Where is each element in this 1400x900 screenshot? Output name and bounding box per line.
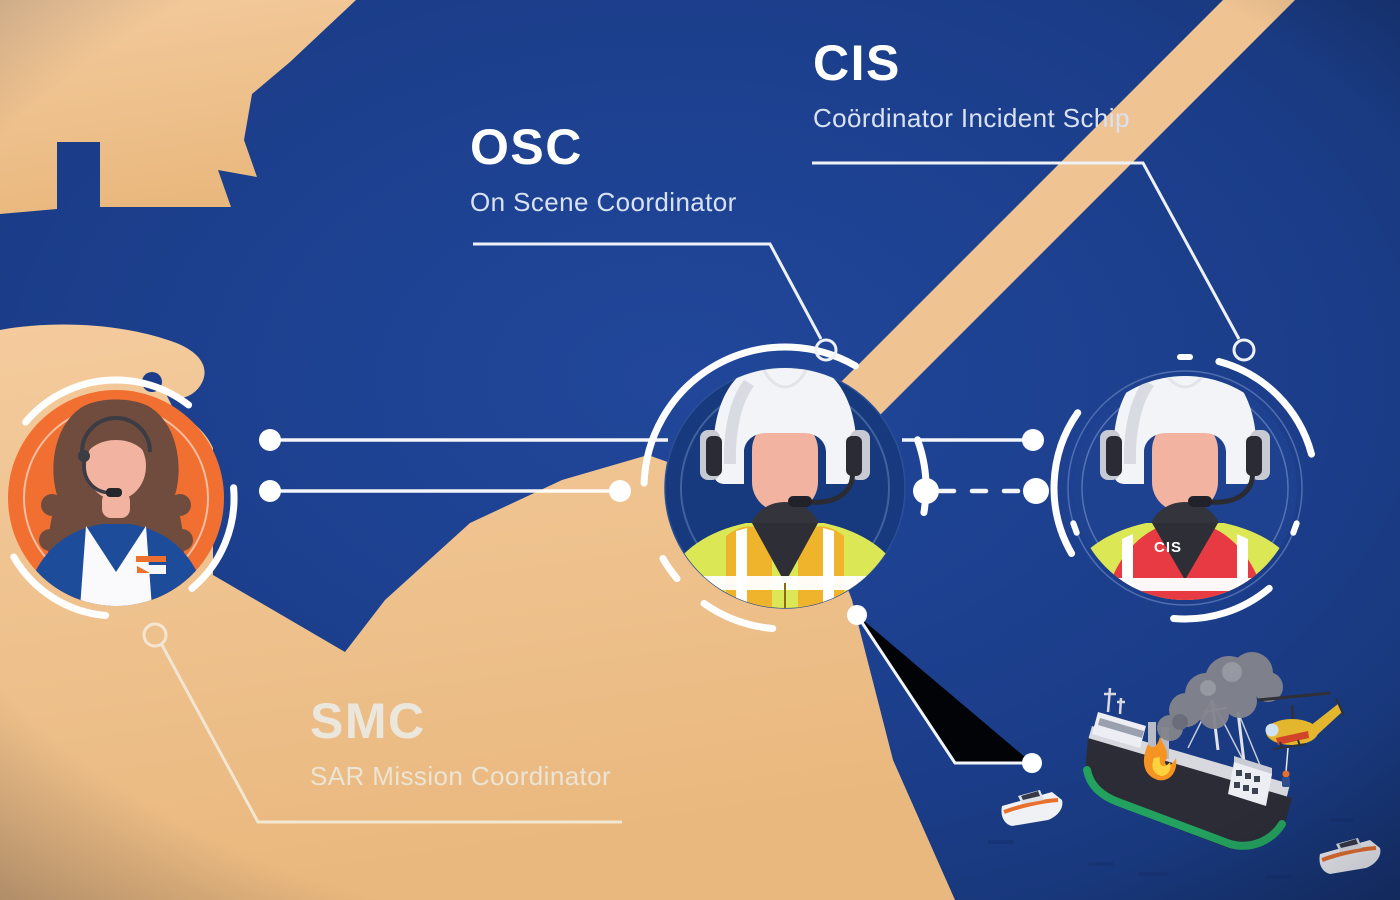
map-illustration: CIS (0, 0, 1400, 900)
vignette-overlay (0, 0, 1400, 900)
sar-coordination-diagram: CIS (0, 0, 1400, 900)
